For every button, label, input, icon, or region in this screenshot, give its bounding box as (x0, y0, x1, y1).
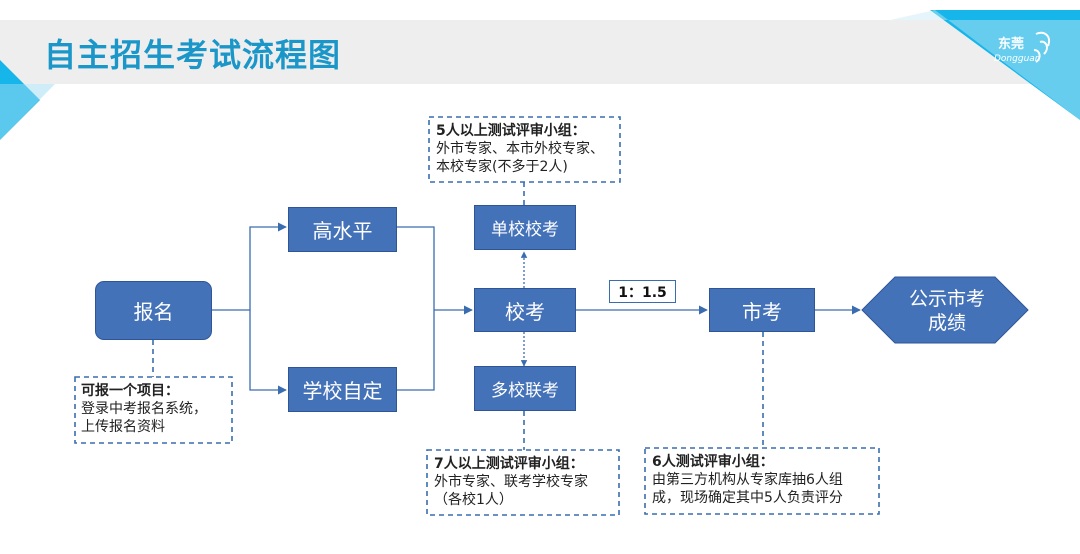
note-box-bottom-right (644, 447, 880, 515)
note-bottom-right: 6人测试评审小组： 由第三方机构从专家库抽6人组 成，现场确定其中5人负责评分 (652, 453, 843, 507)
node-shikao: 市考 (709, 288, 815, 332)
logo-icon: 东莞 Dongguan (994, 31, 1050, 64)
note-left: 可报一个项目： 登录中考报名系统， 上传报名资料 (81, 382, 207, 436)
note-top-line: 外市专家、本市外校专家、 (436, 141, 604, 157)
note-top-line: 本校专家(不多于2人) (436, 159, 568, 175)
note-left-line: 上传报名资料 (81, 419, 165, 435)
corner-decoration-right-shade (890, 10, 1080, 120)
note-top: 5人以上测试评审小组： 外市专家、本市外校专家、 本校专家(不多于2人) (436, 122, 604, 176)
logo-name: 东莞 (998, 36, 1024, 52)
note-box-left (74, 376, 233, 444)
note-box-top (428, 116, 621, 183)
node-xuexiaozid: 学校自定 (288, 367, 397, 412)
node-gaoshuiping: 高水平 (288, 207, 397, 252)
note-bottom-mid-line: 外市专家、联考学校专家 (434, 474, 588, 490)
note-box-bottom-mid (426, 449, 620, 516)
corner-decoration-left-shade (0, 84, 55, 140)
note-bottom-mid-line: （各校1人） (434, 492, 513, 508)
note-top-title: 5人以上测试评审小组： (436, 123, 586, 139)
note-bottom-right-line: 成，现场确定其中5人负责评分 (652, 490, 843, 506)
connector-baoming-split (212, 222, 287, 311)
logo: 东莞 Dongguan (990, 20, 1060, 70)
header-band (0, 20, 1080, 84)
corner-decoration-right (930, 10, 1080, 120)
node-xiaokao: 校考 (474, 288, 576, 332)
node-baoming: 报名 (95, 281, 212, 340)
connector-gaoshuiping-merge (397, 226, 435, 391)
page-title: 自主招生考试流程图 (44, 36, 342, 74)
hexagon-gongshi (861, 276, 1029, 344)
ratio-label: 1：1.5 (609, 280, 676, 303)
connector-baoming-split-low (249, 310, 287, 395)
note-bottom-mid: 7人以上测试评审小组： 外市专家、联考学校专家 （各校1人） (434, 455, 588, 509)
note-bottom-right-line: 由第三方机构从专家库抽6人组 (652, 472, 843, 488)
node-duoxiao: 多校联考 (474, 366, 576, 411)
note-bottom-mid-title: 7人以上测试评审小组： (434, 456, 584, 472)
logo-sub: Dongguan (994, 54, 1041, 64)
node-gongshi-label: 公示市考 成绩 (908, 288, 985, 334)
note-left-line: 登录中考报名系统， (81, 401, 207, 417)
note-left-title: 可报一个项目： (81, 383, 179, 399)
node-danxiao: 单校校考 (474, 205, 576, 250)
note-bottom-right-title: 6人测试评审小组： (652, 454, 774, 470)
